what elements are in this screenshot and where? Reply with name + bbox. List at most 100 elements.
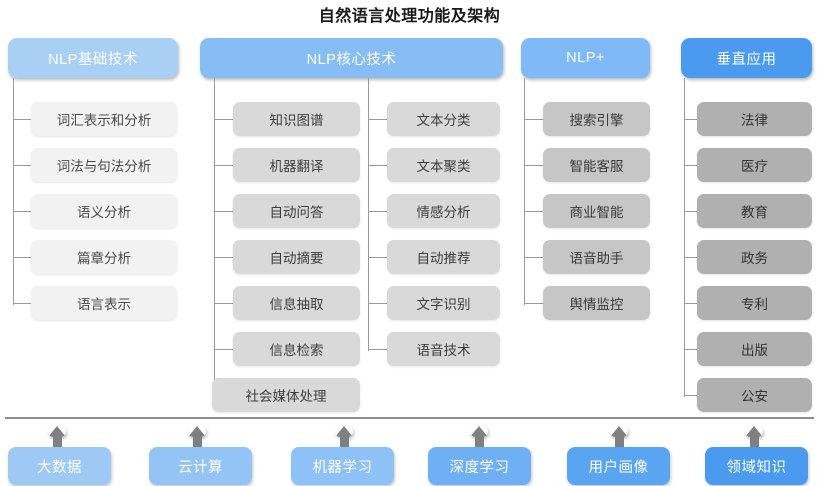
page-title: 自然语言处理功能及架构: [318, 8, 501, 25]
connector-branch: [368, 165, 387, 166]
header-label: 垂直应用: [716, 51, 777, 68]
header-label: NLP核心技术: [306, 51, 397, 68]
node-col5-item[interactable]: 法律: [697, 102, 812, 136]
node-label: 商业智能: [569, 205, 624, 220]
connector-branch: [214, 303, 233, 304]
node-col1-item[interactable]: 词汇表示和分析: [31, 102, 177, 136]
node-label: 政务: [741, 251, 768, 266]
header-vertical-application[interactable]: 垂直应用: [681, 38, 812, 78]
connector-branch: [214, 165, 233, 166]
node-col1-item[interactable]: 词法与句法分析: [31, 148, 177, 182]
connector-branch: [524, 303, 543, 304]
foundation-label: 机器学习: [312, 459, 373, 476]
foundation-label: 大数据: [37, 459, 82, 476]
node-label: 舆情监控: [569, 297, 624, 312]
connector-branch: [13, 211, 31, 212]
node-col2-item[interactable]: 社会媒体处理: [212, 378, 360, 412]
connector-branch: [214, 257, 233, 258]
connector-trunk-col5: [684, 78, 685, 397]
node-label: 智能客服: [569, 159, 624, 174]
connector-branch: [524, 165, 543, 166]
connector-branch: [214, 119, 233, 120]
node-col2-item[interactable]: 信息检索: [233, 332, 360, 366]
connector-branch: [684, 119, 697, 120]
node-col4-item[interactable]: 语音助手: [543, 240, 650, 274]
connector-trunk-col2: [214, 78, 215, 397]
node-col2-item[interactable]: 自动问答: [233, 194, 360, 228]
node-col2-item[interactable]: 信息抽取: [233, 286, 360, 320]
connector-branch: [684, 395, 697, 396]
node-col2-item[interactable]: 机器翻译: [233, 148, 360, 182]
node-col2-item[interactable]: 自动摘要: [233, 240, 360, 274]
connector-branch: [684, 211, 697, 212]
node-label: 语音助手: [569, 251, 624, 266]
node-col5-item[interactable]: 教育: [697, 194, 812, 228]
node-col3-item[interactable]: 文本聚类: [387, 148, 500, 182]
node-label: 公安: [741, 389, 768, 404]
node-label: 自动问答: [269, 205, 324, 220]
node-col5-item[interactable]: 医疗: [697, 148, 812, 182]
node-col4-item[interactable]: 智能客服: [543, 148, 650, 182]
node-label: 词法与句法分析: [56, 159, 152, 174]
node-label: 语音技术: [416, 343, 471, 358]
connector-trunk-col3: [368, 78, 369, 351]
connector-branch: [684, 303, 697, 304]
node-col3-item[interactable]: 情感分析: [387, 194, 500, 228]
foundation-big-data[interactable]: 大数据: [8, 447, 111, 485]
node-col1-item[interactable]: 语义分析: [31, 194, 177, 228]
node-col1-item[interactable]: 篇章分析: [31, 240, 177, 274]
node-label: 机器翻译: [269, 159, 324, 174]
connector-branch: [368, 257, 387, 258]
foundation-label: 云计算: [178, 459, 223, 476]
header-nlp-core-technology[interactable]: NLP核心技术: [200, 38, 503, 78]
node-col3-item[interactable]: 自动推荐: [387, 240, 500, 274]
node-col5-item[interactable]: 公安: [697, 378, 812, 412]
node-label: 医疗: [741, 159, 768, 174]
foundation-machine-learning[interactable]: 机器学习: [291, 447, 394, 485]
connector-trunk-col1: [13, 78, 14, 305]
node-col4-item[interactable]: 搜索引擎: [543, 102, 650, 136]
node-col5-item[interactable]: 专利: [697, 286, 812, 320]
connector-branch: [214, 349, 233, 350]
node-col1-item[interactable]: 语言表示: [31, 286, 177, 320]
node-label: 文本分类: [416, 113, 471, 128]
node-label: 自动推荐: [416, 251, 471, 266]
connector-branch: [368, 303, 387, 304]
node-col5-item[interactable]: 政务: [697, 240, 812, 274]
node-label: 出版: [741, 343, 768, 358]
node-col3-item[interactable]: 文本分类: [387, 102, 500, 136]
node-col4-item[interactable]: 舆情监控: [543, 286, 650, 320]
foundation-cloud-computing[interactable]: 云计算: [149, 447, 252, 485]
connector-branch: [368, 119, 387, 120]
connector-branch: [368, 349, 387, 350]
connector-branch: [684, 349, 697, 350]
header-nlp-plus[interactable]: NLP+: [521, 38, 650, 78]
node-label: 信息检索: [269, 343, 324, 358]
foundation-label: 深度学习: [449, 459, 510, 476]
node-col3-item[interactable]: 文字识别: [387, 286, 500, 320]
foundation-deep-learning[interactable]: 深度学习: [428, 447, 531, 485]
section-divider: [5, 417, 814, 419]
connector-branch: [524, 211, 543, 212]
foundation-domain-knowledge[interactable]: 领域知识: [705, 447, 808, 485]
node-col4-item[interactable]: 商业智能: [543, 194, 650, 228]
connector-branch: [524, 257, 543, 258]
node-label: 知识图谱: [269, 113, 324, 128]
foundation-user-profile[interactable]: 用户画像: [567, 447, 670, 485]
node-label: 法律: [741, 113, 768, 128]
connector-trunk-col4: [524, 78, 525, 305]
connector-branch: [684, 257, 697, 258]
node-label: 信息抽取: [269, 297, 324, 312]
header-label: NLP+: [566, 50, 605, 66]
node-label: 语义分析: [77, 205, 131, 220]
connector-branch: [524, 119, 543, 120]
header-nlp-basic-technology[interactable]: NLP基础技术: [8, 38, 178, 78]
foundation-label: 领域知识: [726, 459, 787, 476]
node-label: 自动摘要: [269, 251, 324, 266]
node-col5-item[interactable]: 出版: [697, 332, 812, 366]
node-col2-item[interactable]: 知识图谱: [233, 102, 360, 136]
node-label: 专利: [741, 297, 768, 312]
node-col3-item[interactable]: 语音技术: [387, 332, 500, 366]
connector-branch: [13, 303, 31, 304]
